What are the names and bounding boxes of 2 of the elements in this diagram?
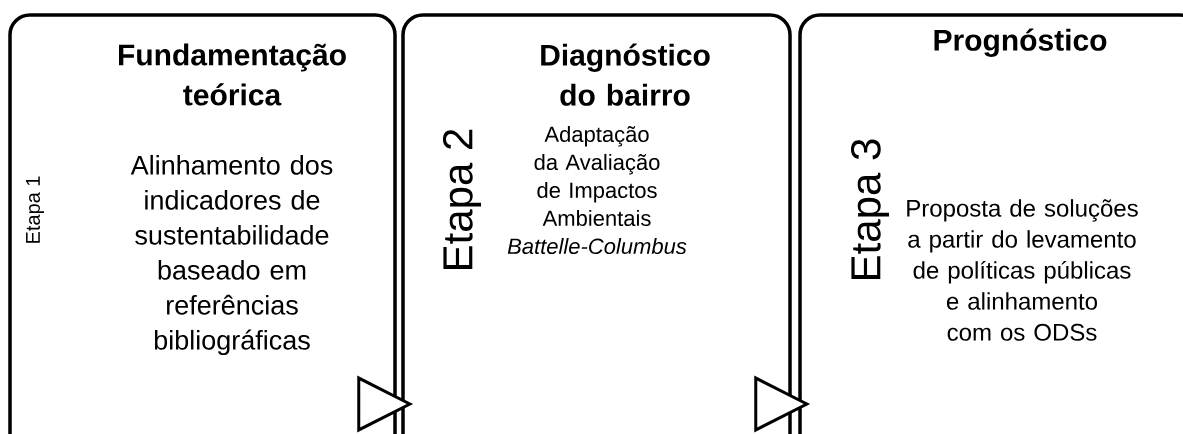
stage-panel: Fundamentação teórica Etapa 1 Alinhamento dos indicadores de sustentabilidade baseado em referências bibliográficas bbox=[8, 13, 397, 434]
stage-panel: Diagnóstico do bairro Etapa 2 Adaptação da Avaliação de Impactos Ambientais Battelle-Columbus bbox=[401, 13, 792, 434]
